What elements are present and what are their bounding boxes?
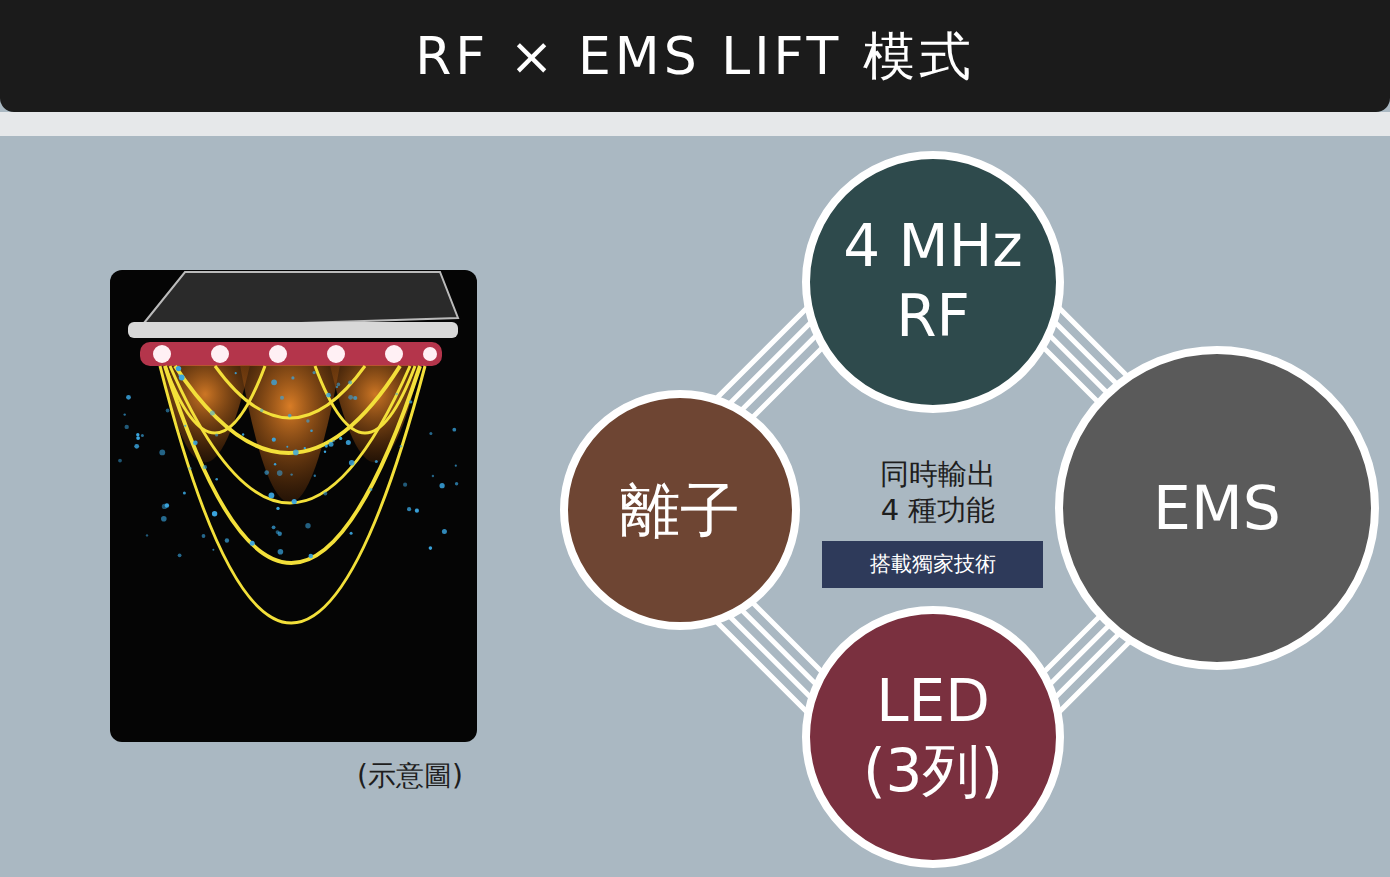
divider-strip — [0, 112, 1390, 136]
caption-note: (示意圖) — [310, 758, 510, 793]
device-illustration — [110, 270, 477, 742]
node-text: EMS — [1087, 472, 1347, 544]
led-circle: LED (3列) — [802, 606, 1064, 868]
rf-circle: 4 MHz RF — [802, 151, 1064, 413]
tech-badge: 搭載獨家技術 — [822, 541, 1043, 588]
node-text: 4 MHz RF — [833, 212, 1033, 351]
node-text: 離子 — [570, 474, 790, 546]
center-note: 同時輸出 4 種功能 — [868, 456, 1008, 529]
title: RF × EMS LIFT 模式 — [0, 0, 1390, 112]
ems-circle: EMS — [1055, 346, 1379, 670]
node-text: LED (3列) — [853, 667, 1013, 806]
node-text: 搭載獨家技術 — [870, 552, 996, 577]
ion-circle: 離子 — [560, 390, 800, 630]
